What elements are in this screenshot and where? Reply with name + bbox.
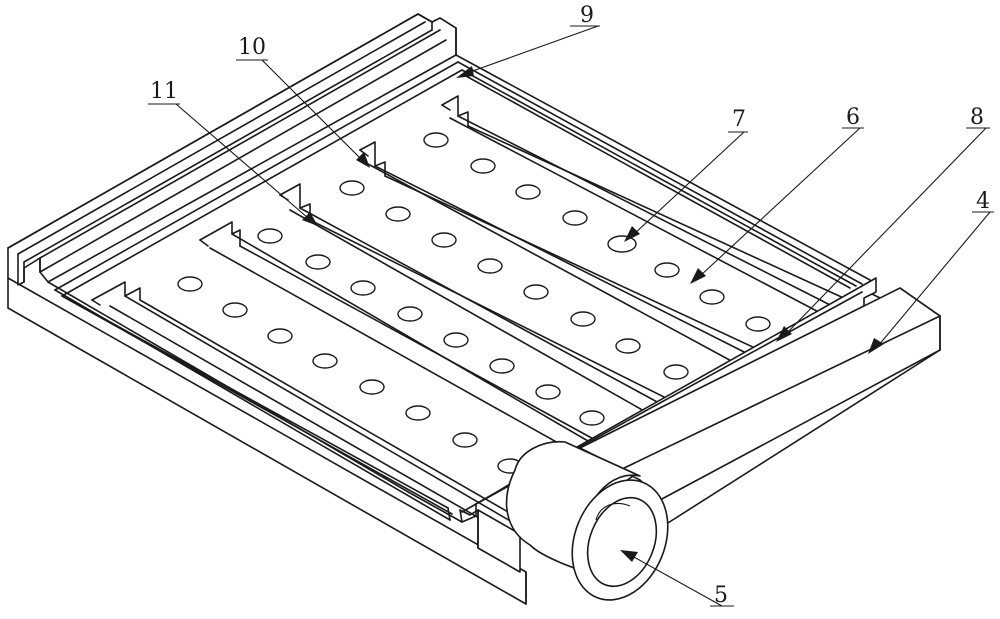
callout-5: 5 — [714, 583, 728, 608]
callout-6: 6 — [846, 105, 860, 130]
leader-lines — [148, 25, 994, 607]
hole-row-4 — [423, 132, 771, 332]
hole-row-2 — [257, 228, 605, 426]
callout-8: 8 — [970, 105, 984, 130]
base-frame — [7, 13, 881, 605]
callout-7: 7 — [732, 107, 746, 132]
callout-9: 9 — [580, 3, 594, 28]
roller-end — [505, 440, 669, 601]
callout-labels: 9 10 11 7 6 8 4 5 — [150, 3, 990, 608]
callout-11: 11 — [150, 79, 178, 104]
callout-4: 4 — [976, 189, 990, 214]
hole-row-3 — [339, 180, 689, 380]
callout-10: 10 — [238, 35, 266, 60]
